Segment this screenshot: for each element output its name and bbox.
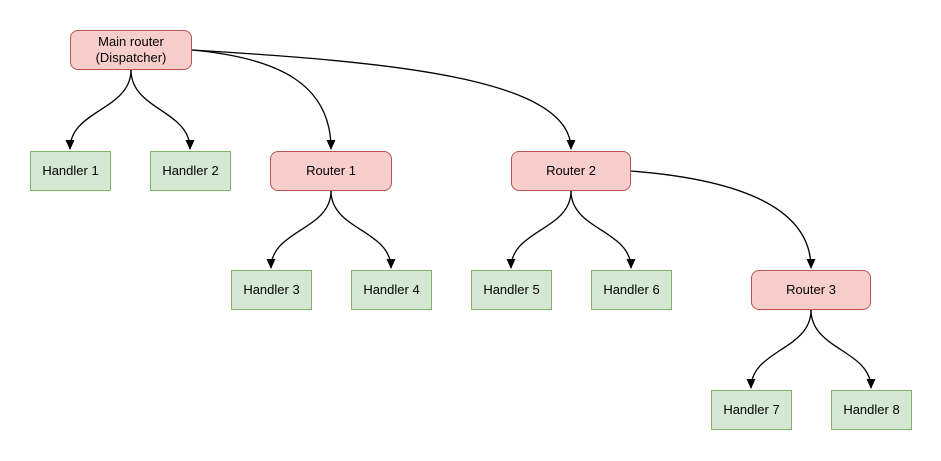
node-handler-1: Handler 1 [30, 151, 111, 191]
edge-main-to-router1 [191, 49, 336, 150]
node-main-router: Main router (Dispatcher) [70, 30, 192, 70]
node-handler-6: Handler 6 [591, 270, 672, 310]
node-router-1: Router 1 [270, 151, 392, 191]
node-handler-8: Handler 8 [831, 390, 912, 430]
node-router-3: Router 3 [751, 270, 871, 310]
node-router-2: Router 2 [511, 151, 631, 191]
node-handler-5: Handler 5 [471, 270, 552, 310]
node-handler-7: Handler 7 [711, 390, 792, 430]
edge-router3-to-handler7 [746, 309, 812, 389]
edge-router1-to-handler3 [266, 190, 332, 269]
edge-router2-to-handler6 [570, 190, 636, 269]
edge-router2-to-handler5 [506, 190, 572, 269]
edge-main-to-handler2 [130, 69, 195, 150]
node-handler-2: Handler 2 [150, 151, 231, 191]
edge-router3-to-handler8 [810, 309, 876, 389]
node-handler-4: Handler 4 [351, 270, 432, 310]
edge-main-to-handler1 [65, 69, 132, 150]
edge-router1-to-handler4 [330, 190, 396, 269]
edge-main-to-router2 [191, 49, 576, 150]
node-handler-3: Handler 3 [231, 270, 312, 310]
edge-router2-to-router3 [630, 170, 816, 269]
